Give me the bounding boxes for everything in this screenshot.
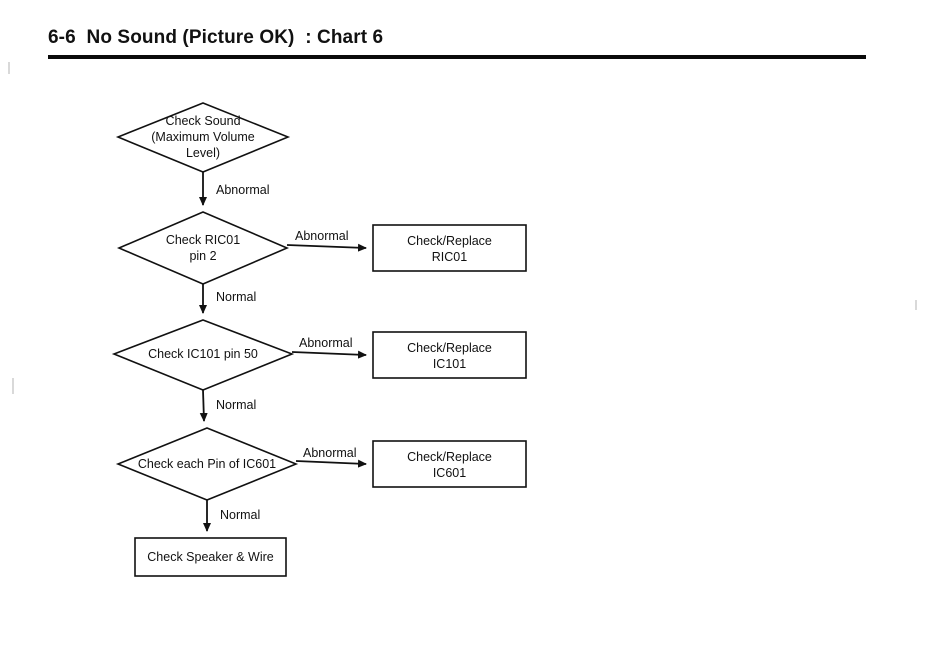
scan-artifact [915,300,917,310]
node-replace-ic101-shape [372,331,527,379]
header-divider [48,55,866,59]
node-check-speaker-shape [134,537,287,577]
scan-artifact [8,62,10,74]
edge-ic101-to-replace-ic101 [291,350,367,359]
node-check-ic101-shape [111,319,295,391]
page-title: 6-6 No Sound (Picture OK) : Chart 6 [48,27,384,48]
edge-ric01-to-replace-ric01 [286,243,367,252]
scan-artifact [12,378,14,394]
node-replace-ic601-shape [372,440,527,488]
edge-ic601-to-replace-ic601 [295,459,367,468]
node-start-shape [115,102,291,173]
node-check-ric01-shape [116,211,290,285]
node-replace-ric01-shape [372,224,527,272]
edge-ic101-to-ic601 [199,389,208,422]
page-header: 6-6 No Sound (Picture OK) : Chart 6 [48,26,868,49]
node-check-ic601-shape [115,427,299,501]
